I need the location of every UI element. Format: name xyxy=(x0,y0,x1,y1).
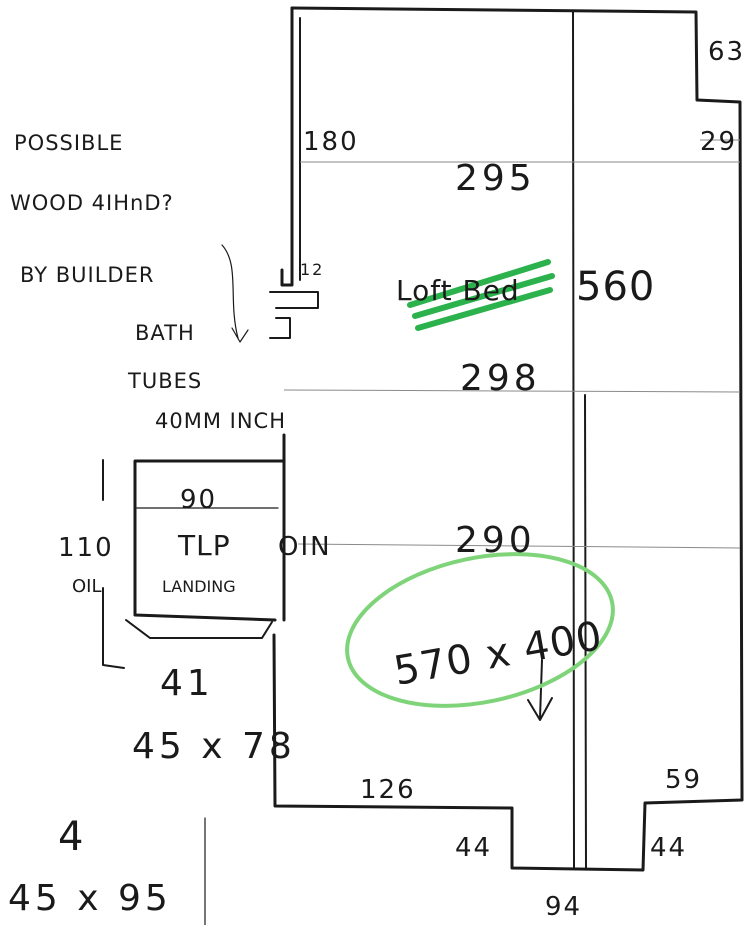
outer-wall-top xyxy=(272,6,744,872)
curly-arrow xyxy=(221,244,249,343)
dim-94: 94 xyxy=(545,892,582,922)
dim-295: 295 xyxy=(455,158,536,199)
pencil-line-290 xyxy=(297,543,741,549)
landing-left-line xyxy=(102,459,125,669)
landing-outline xyxy=(133,433,286,622)
label-size-4578: 45 x 78 xyxy=(132,726,296,767)
main-size-circle xyxy=(345,552,615,708)
label-size-4595: 45 x 95 xyxy=(8,878,172,919)
note-possible-3: BY BUILDER xyxy=(20,263,154,287)
dim-63: 63 xyxy=(708,37,745,67)
note-bath-3: 40MM INCH xyxy=(155,409,286,433)
dim-298: 298 xyxy=(460,358,541,399)
down-arrow xyxy=(527,659,553,721)
outer-wall-left-upper xyxy=(280,6,294,287)
dim-180: 180 xyxy=(303,127,359,157)
dim-29: 29 xyxy=(700,127,737,157)
label-top-landing-1: TLP xyxy=(177,529,231,562)
dim-59: 59 xyxy=(665,765,702,795)
label-loft-bed: Loft Bed xyxy=(396,274,520,307)
dim-126: 126 xyxy=(360,775,416,805)
dim-44-left: 44 xyxy=(455,833,492,863)
note-possible-1: POSSIBLE xyxy=(14,131,123,155)
dim-44-right: 44 xyxy=(650,833,687,863)
dim-12: 12 xyxy=(300,260,324,279)
pencil-line-298 xyxy=(283,389,741,393)
dim-290: 290 xyxy=(455,520,536,561)
stair-opening-mark xyxy=(269,291,319,339)
dim-110: 110 xyxy=(58,533,114,563)
dim-90: 90 xyxy=(180,485,217,515)
note-possible-2: WOOD 4IHnD? xyxy=(10,191,174,215)
dim-41: 41 xyxy=(160,663,214,704)
dim-560: 560 xyxy=(576,264,655,310)
label-oil-left: OIL xyxy=(72,576,102,597)
label-num-4: 4 xyxy=(58,814,84,860)
central-partition xyxy=(572,11,587,869)
loft-bed-highlight xyxy=(407,259,555,331)
note-bath-1: BATH xyxy=(135,321,195,345)
landing-step xyxy=(125,619,273,639)
label-top-landing-2: LANDING xyxy=(162,577,236,596)
note-bath-2: TUBES xyxy=(127,369,202,393)
label-oil-right: OIN xyxy=(278,532,332,562)
